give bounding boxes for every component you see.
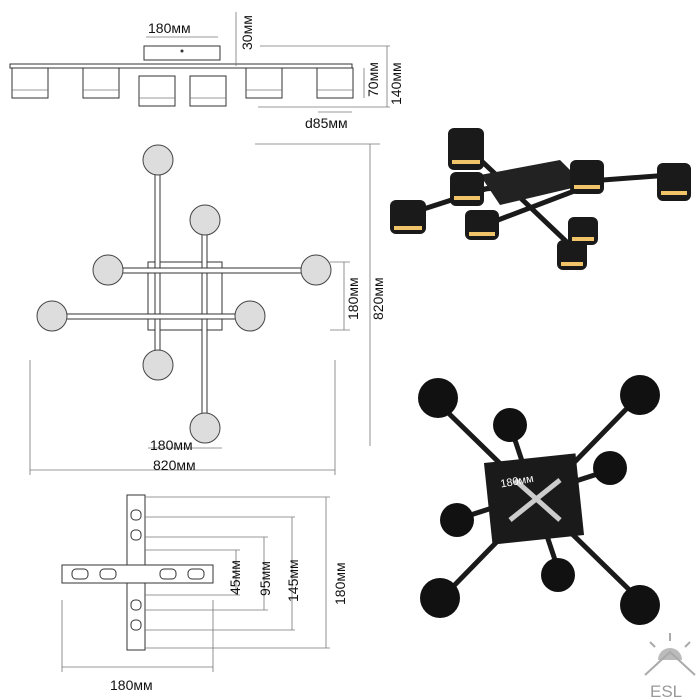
lamp-photo-perspective (390, 128, 691, 270)
canopy (143, 45, 221, 61)
plate-45-label: 45мм (227, 560, 243, 595)
plate-95-label: 95мм (257, 561, 273, 596)
lamp-photo-bottom: 180мм (418, 375, 660, 625)
logo-text: ESL (650, 682, 682, 700)
side-total-height-label: 140мм (388, 62, 404, 105)
shades (11, 67, 354, 107)
lamp-heads (36, 144, 332, 444)
side-shade-height-label: 70мм (365, 62, 381, 97)
top-base-height-label: 180мм (345, 277, 361, 320)
mount-plate: 45мм 95мм 145мм 180мм 180мм (61, 494, 348, 693)
diameter-label: d85мм (305, 115, 348, 131)
side-width-label: 180мм (148, 20, 191, 36)
top-total-width-label: 820мм (153, 457, 196, 473)
plate-width-label: 180мм (110, 677, 153, 693)
plate-180-label: 180мм (332, 562, 348, 605)
photo-dimension-label: 180мм (500, 473, 535, 491)
top-view: 180мм 820мм 180мм 820мм (29, 143, 386, 475)
top-base-width-label: 180мм (150, 437, 193, 453)
side-view: 180мм 30мм 70мм 140мм d85мм (9, 12, 404, 131)
side-base-height-label: 30мм (239, 15, 255, 50)
esl-logo: ESL (644, 633, 696, 700)
plate-145-label: 145мм (285, 559, 301, 602)
top-total-height-label: 820мм (370, 277, 386, 320)
